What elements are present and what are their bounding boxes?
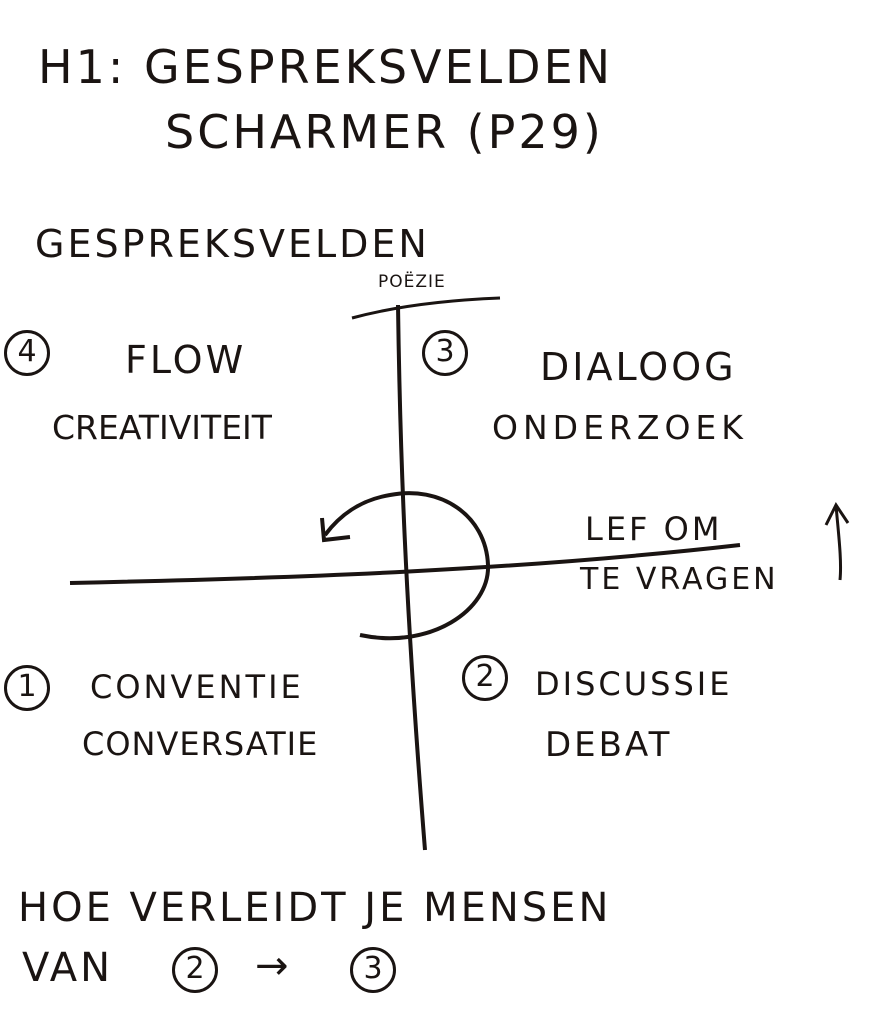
diagram-heading: Gespreksvelden <box>35 222 430 266</box>
quadrant-1-line-1: Conventie <box>90 668 304 706</box>
arrow-right-icon: → <box>255 943 292 989</box>
quadrant-2-line-2: Debat <box>545 725 673 765</box>
question-to-number: 3 <box>350 947 396 993</box>
right-axis-label-1: Lef om <box>585 510 723 548</box>
top-axis-label: Poëzie <box>378 272 446 292</box>
quadrant-1-line-2: Conversatie <box>82 725 319 763</box>
quadrant-2-line-1: Discussie <box>535 665 733 703</box>
quadrant-1-number: 1 <box>4 665 50 711</box>
question-from-number: 2 <box>172 947 218 993</box>
arrow-head-icon <box>320 517 351 543</box>
quadrant-3-number: 3 <box>422 330 468 376</box>
quadrant-2-number: 2 <box>462 655 508 701</box>
rotation-arc <box>323 491 491 641</box>
right-axis-label-2: te vragen <box>580 562 779 597</box>
title-line-1: H1: Gespreksvelden <box>38 40 614 94</box>
quadrant-3-line-1: Dialoog <box>540 345 737 389</box>
horizontal-axis <box>69 543 741 585</box>
quadrant-3-line-2: Onderzoek <box>492 408 748 447</box>
up-arrow-icon <box>824 502 850 581</box>
top-axis-underline <box>351 296 501 320</box>
quadrant-4-number: 4 <box>4 330 50 376</box>
vertical-axis <box>396 304 427 851</box>
quadrant-4-line-2: Creativiteit <box>52 408 272 447</box>
quadrant-4-line-1: Flow <box>125 338 247 382</box>
question-line-2-prefix: van <box>22 945 114 991</box>
title-line-2: Scharmer (p29) <box>165 105 604 159</box>
question-line-1: Hoe verleidt je mensen <box>18 885 612 931</box>
